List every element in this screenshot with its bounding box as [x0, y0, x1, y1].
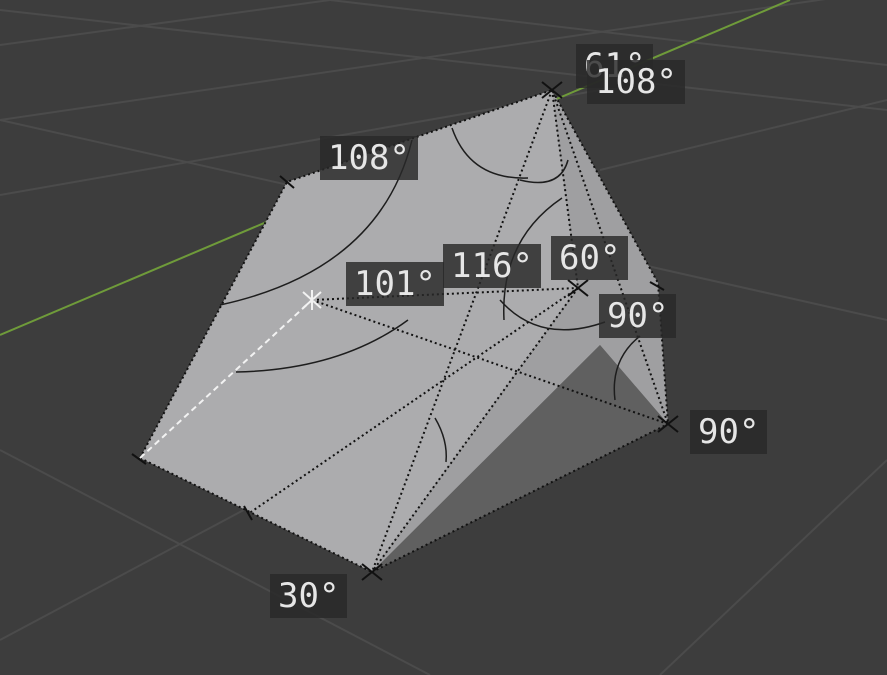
cross-icon: [649, 281, 665, 291]
angle-label: 30°: [270, 574, 348, 618]
cross-icon: [243, 505, 253, 521]
mesh-face-shadow: [372, 345, 668, 572]
angle-label: 116°: [443, 244, 541, 288]
vertex-markers: [131, 81, 679, 581]
cross-icon: [131, 453, 147, 465]
angle-label: 60°: [551, 236, 629, 280]
angle-label: 108°: [320, 136, 418, 180]
cross-icon: [541, 81, 563, 99]
mesh-face-right: [372, 90, 668, 572]
mesh-face-left: [140, 90, 578, 572]
angle-label: 108°: [587, 60, 685, 104]
cross-icon: [302, 290, 322, 310]
angle-label: 101°: [346, 262, 444, 306]
cross-icon: [361, 563, 383, 581]
mesh-object[interactable]: [140, 90, 668, 572]
cross-icon: [279, 175, 295, 189]
cross-icon: [657, 415, 679, 433]
angle-label: 90°: [599, 294, 677, 338]
cross-icon: [567, 279, 589, 297]
angle-label: 90°: [690, 410, 768, 454]
